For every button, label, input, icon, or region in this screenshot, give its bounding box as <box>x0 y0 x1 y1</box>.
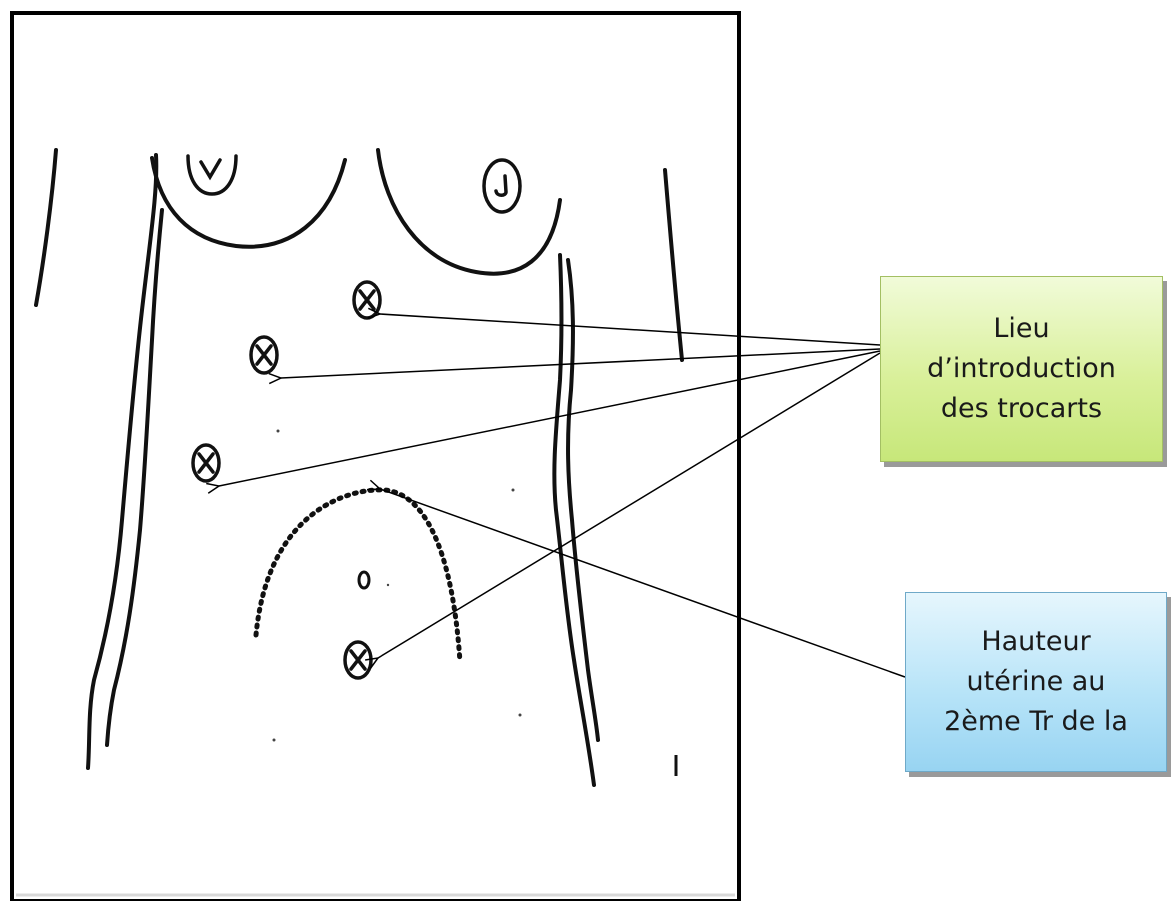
right-torso-outer <box>552 253 596 787</box>
uterine-height-callout: Hauteur utérine au 2ème Tr de la <box>905 592 1167 772</box>
figure-frame <box>10 11 741 901</box>
nipple-icon <box>186 154 238 196</box>
nipple-icon <box>482 158 522 214</box>
left-arm-line <box>34 148 58 307</box>
speck <box>386 583 390 587</box>
leader-arrow <box>378 352 881 658</box>
uterine-height-label: Hauteur utérine au 2ème Tr de la <box>944 626 1128 737</box>
speck <box>518 713 522 717</box>
trocart-location-label: Lieu d’introduction des trocarts <box>927 313 1116 424</box>
left-torso-outer <box>86 153 159 770</box>
speck <box>276 429 280 433</box>
leader-arrow <box>281 348 881 378</box>
left-torso-inner <box>105 208 164 747</box>
body-outline <box>34 148 684 787</box>
trocart-leaders <box>219 314 881 658</box>
speck <box>511 488 515 492</box>
leader-arrow <box>219 350 881 486</box>
uterine-leader <box>380 489 906 678</box>
right-breast <box>376 148 562 276</box>
speck <box>272 738 276 742</box>
leader-arrow <box>380 314 881 346</box>
right-torso-inner <box>566 258 600 742</box>
right-arm-line <box>663 168 684 362</box>
umbilicus-icon <box>357 570 371 590</box>
trocart-marker-icon <box>191 443 221 483</box>
trocart-marker-icon <box>352 280 382 320</box>
left-breast <box>150 156 347 249</box>
trocart-marker-icon <box>249 335 279 375</box>
trocart-location-callout: Lieu d’introduction des trocarts <box>880 276 1163 462</box>
leader-arrow <box>380 489 906 678</box>
